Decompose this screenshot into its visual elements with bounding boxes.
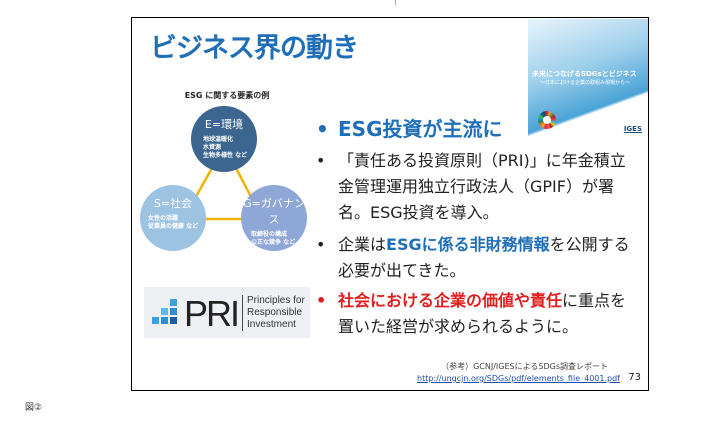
circle-heading: S=社会 [153,197,193,210]
reference-note: （参考）GCNJ/IGESによるSDGs調査レポート [441,362,608,371]
bullet-pri-gpif: •「責任ある投資原則（PRI)」に年金積立金管理運用独立行政法人（GPIF）が署… [316,151,626,222]
iges-logo: IGES [623,125,642,133]
pri-wordmark: PRI [184,293,240,334]
esg-circle-governance: G=ガバナンス 取締役の構成公正な競争 など [241,185,307,251]
report-cover-image: 未来につなげるSDGsとビジネス 〜日本における企業の取組み現場から〜 IGES [528,19,648,139]
reference-link[interactable]: http://ungcjn.org/SDGs/pdf/elements_file… [417,374,620,383]
esg-circle-environment: E=環境 地球温暖化水資源生物多様性 など [191,106,257,172]
circle-item: 水資源 [203,144,222,151]
bullet-esg-mainstream: •ESG投資が主流に [316,117,503,141]
circle-item: 取締役の構成 [251,231,288,238]
esg-circle-social: S=社会 女性の活躍従業員の健康 など [140,185,206,251]
bullet-nonfinancial-info: •企業はESGに係る非財務情報を公開する必要が出てきた。 [316,235,630,280]
marker-tick [395,0,396,5]
esg-diagram-label: ESG に関する要素の例 [184,91,270,100]
circle-heading: G=ガバナンス [243,197,305,226]
cover-title: 未来につなげるSDGsとビジネス [532,70,637,78]
figure-caption: 図② [25,403,43,413]
cover-subtitle: 〜日本における企業の取組み現場から〜 [540,80,631,86]
sdgs-wheel-icon [538,111,556,129]
circle-item: 女性の活躍 [148,215,179,222]
circle-item: 公正な競争 など [251,239,296,246]
bullet-corporate-value: •社会における企業の価値や責任に重点を置いた経営が求められるように。 [316,291,627,336]
slide-title: ビジネス界の動き [150,33,359,64]
circle-item: 生物多様性 など [203,152,248,159]
slide: ビジネス界の動き 未来につなげるSDGsとビジネス 〜日本における企業の取組み現… [131,17,649,391]
page-number: 73 [628,372,641,383]
circle-item: 従業員の健康 など [148,223,199,230]
circle-heading: E=環境 [204,118,244,131]
circle-item: 地球温暖化 [203,136,234,143]
